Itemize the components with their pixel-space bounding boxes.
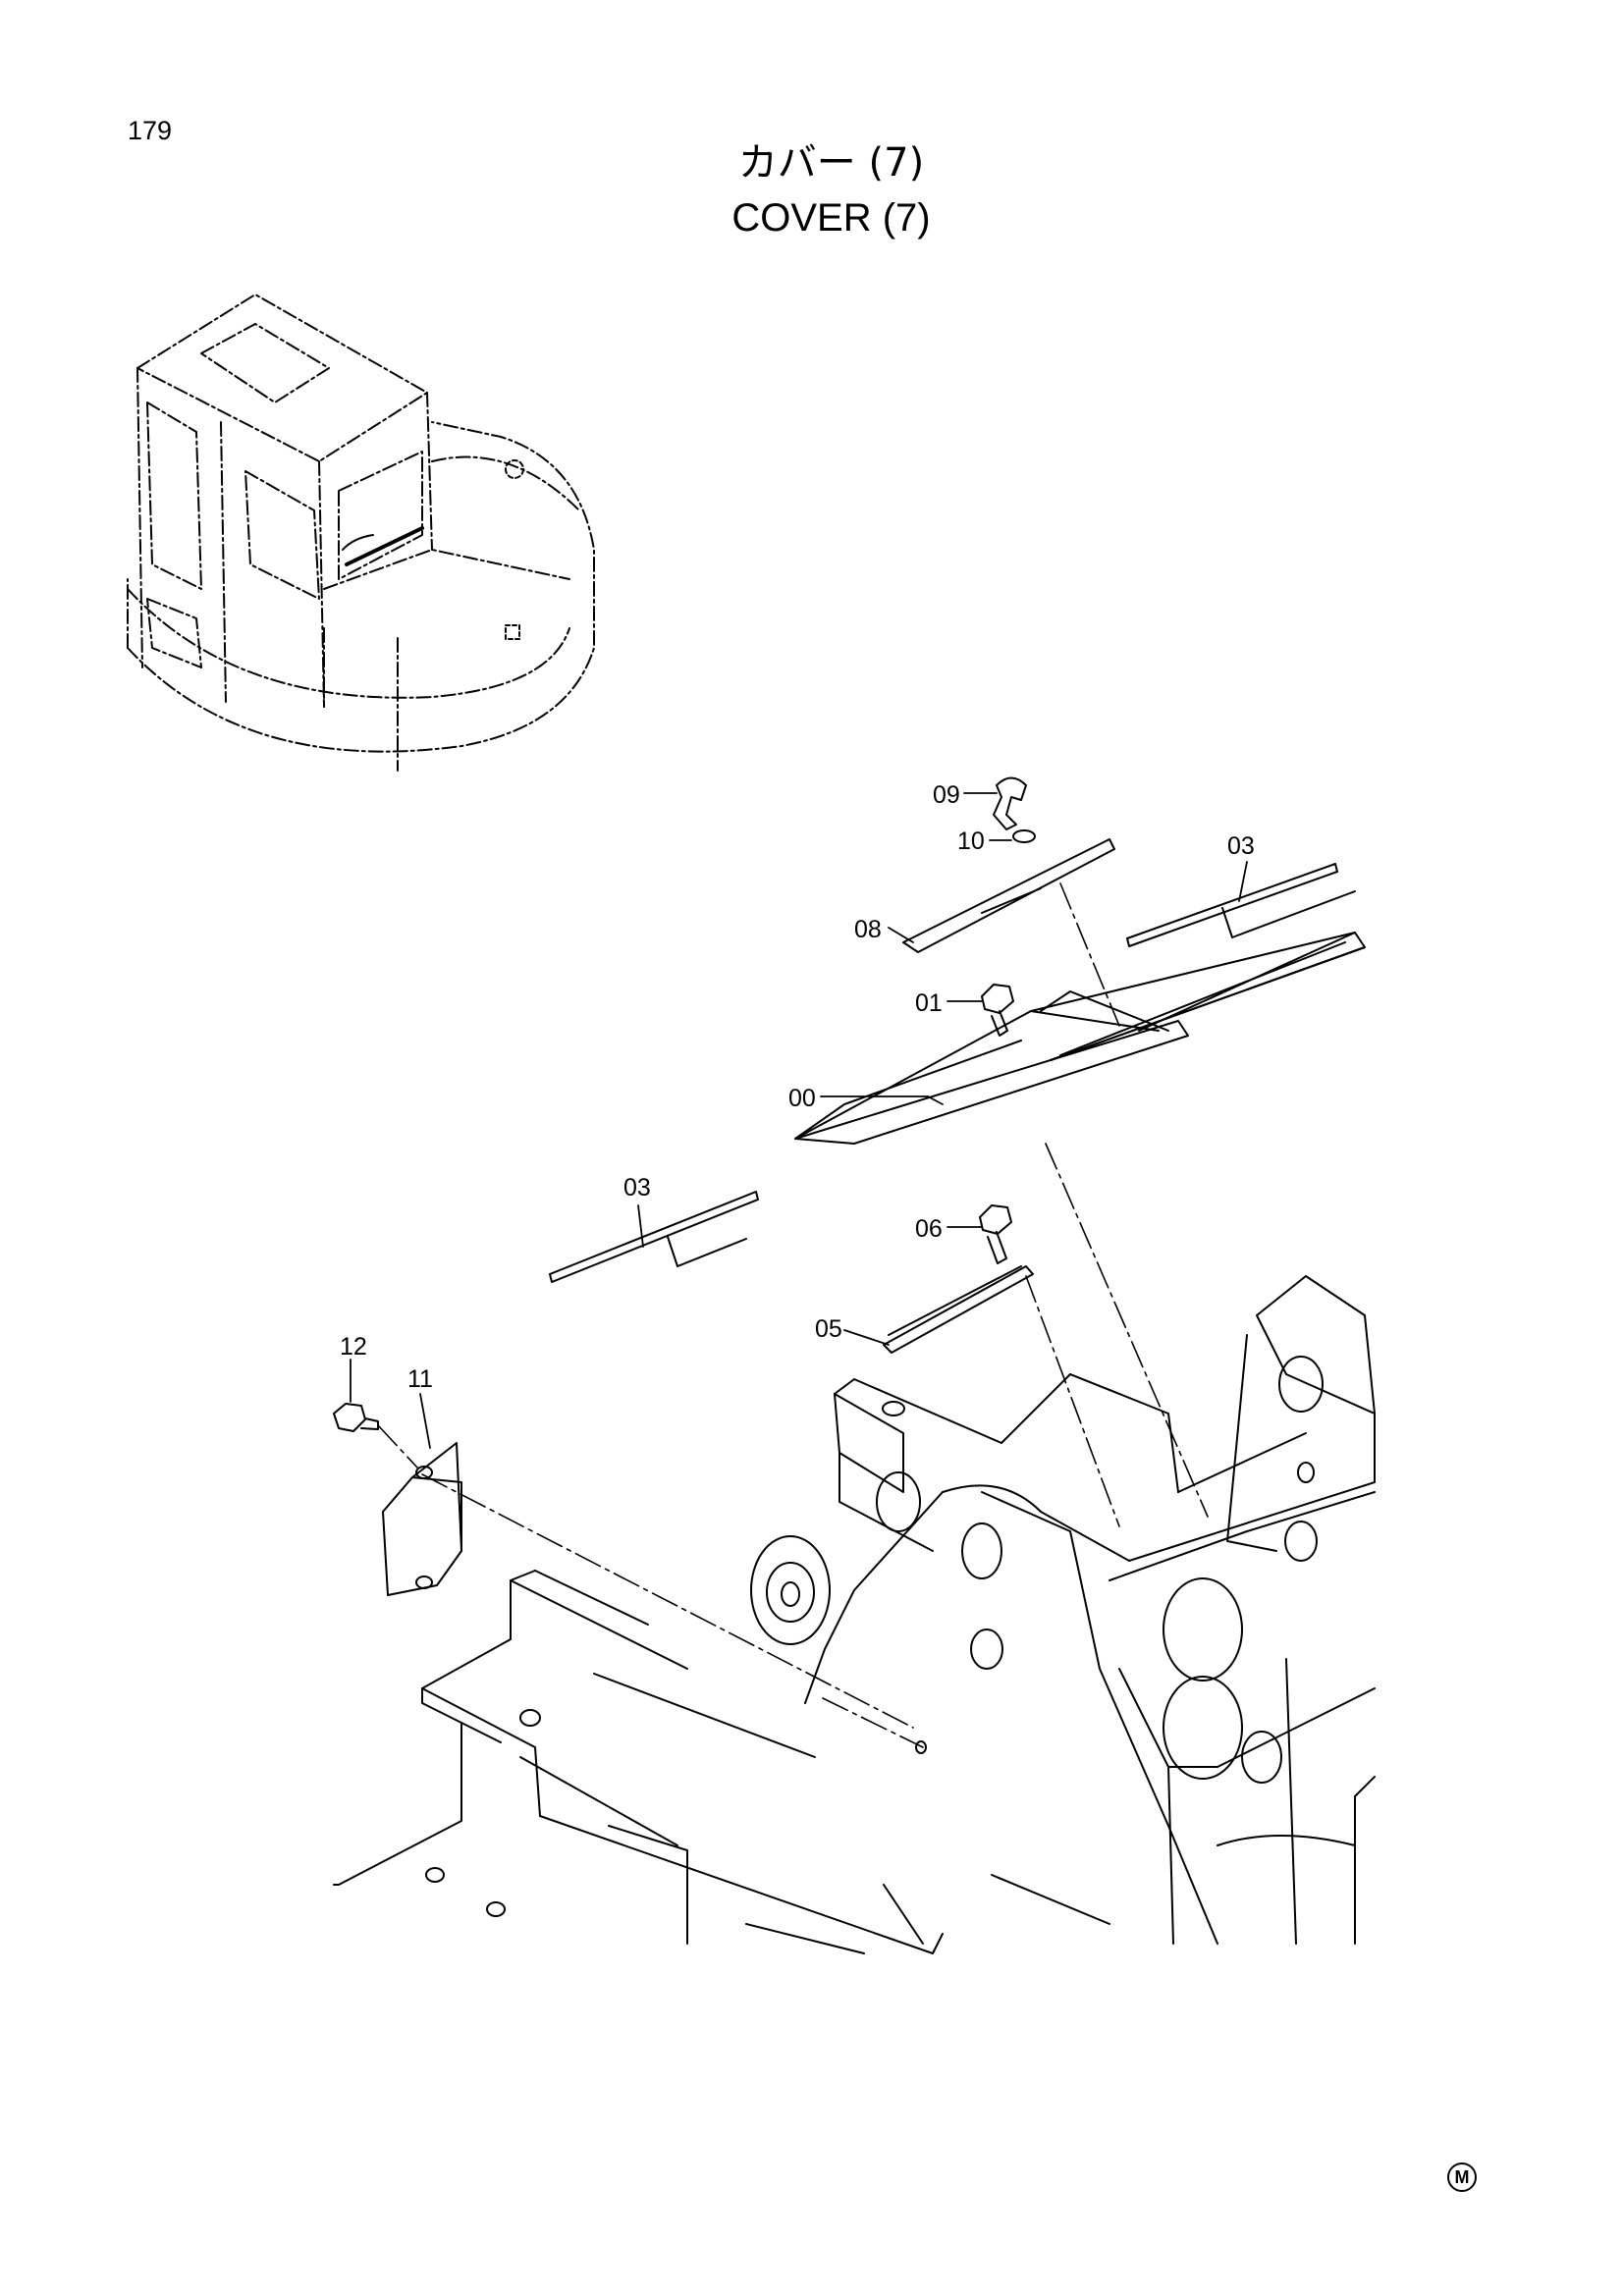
page-number: 179 <box>128 116 173 145</box>
callout-11: 11 <box>407 1365 433 1393</box>
callout-12: 12 <box>340 1333 367 1361</box>
bolt-06 <box>979 1204 1012 1264</box>
manufacturer-mark: M <box>1447 2163 1477 2192</box>
cover-plate-11 <box>382 1442 462 1596</box>
callout-00: 00 <box>788 1085 816 1112</box>
callout-05: 05 <box>815 1315 842 1343</box>
wing-bolt-09 <box>993 776 1027 830</box>
callout-08: 08 <box>854 916 882 943</box>
excavator-overview-illustration <box>127 294 595 772</box>
plate-08 <box>902 838 1115 953</box>
washer-10 <box>1012 829 1036 843</box>
bolt-01 <box>981 984 1014 1037</box>
title-japanese: カバー (7) <box>737 140 925 186</box>
rubber-strip-03-upper <box>1126 863 1338 947</box>
callout-01: 01 <box>915 989 943 1017</box>
title-english: COVER (7) <box>731 196 931 240</box>
machine-frame-illustration <box>333 1275 1376 1954</box>
bolt-12 <box>333 1403 379 1432</box>
cover-plate-00 <box>794 932 1366 1145</box>
callout-06: 06 <box>915 1215 943 1243</box>
plate-05 <box>883 1265 1034 1354</box>
rubber-strip-03-lower <box>549 1191 759 1283</box>
callout-03-lower: 03 <box>623 1174 651 1201</box>
callout-03-upper: 03 <box>1227 832 1255 860</box>
callout-10: 10 <box>957 828 985 855</box>
callout-09: 09 <box>933 781 960 809</box>
